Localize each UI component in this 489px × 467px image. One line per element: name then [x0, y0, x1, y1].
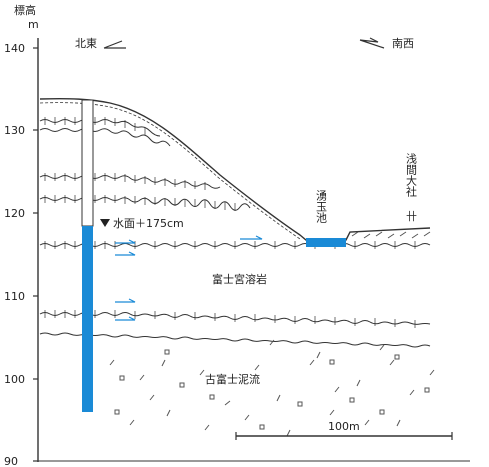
mudflow-texture [109, 339, 435, 437]
pond-label: 湧玉池 [315, 190, 328, 223]
ground-surface-line [39, 97, 431, 241]
lava-band-line [39, 175, 221, 189]
flow-arrow-icon [240, 235, 263, 240]
tick-label-100: 100 [4, 373, 25, 386]
hatch-group [44, 195, 236, 211]
lava-layer-label: 富士宮溶岩 [212, 272, 267, 286]
water-level-marker-icon [100, 219, 110, 227]
tick-label-140: 140 [4, 42, 25, 55]
north-arrow-icon [103, 40, 126, 49]
lava-hatch-marks [44, 117, 416, 328]
lava-layer-lines [39, 119, 431, 348]
lava-band-line [39, 119, 161, 137]
hatch-group [44, 173, 206, 190]
mudflow-pebble [164, 349, 170, 355]
mudflow-pebble [119, 375, 125, 381]
tick-label-90: 90 [4, 455, 18, 467]
tick-label-120: 120 [4, 207, 25, 220]
mudflow-pebble [394, 354, 400, 360]
terrace-texture [351, 231, 431, 239]
flow-arrow-icon [115, 251, 136, 256]
flow-arrow-icon [115, 316, 136, 321]
shrine-label: 浅間大社 [405, 153, 418, 198]
axis-unit: m [28, 18, 39, 31]
hatch-group [44, 310, 416, 328]
scale-bar-label: 100m [328, 420, 360, 433]
hatch-group [44, 117, 146, 135]
mudflow-pebble [259, 424, 265, 430]
axis-title: 標高 [14, 3, 36, 17]
shrine-mark-icon: 卄 [406, 210, 417, 223]
lava-band-line [39, 332, 431, 348]
mudflow-pebble [114, 409, 120, 415]
south-arrow-icon [359, 37, 385, 49]
surface-soil-band [39, 102, 301, 240]
mudflow-pebble [297, 401, 303, 407]
mudflow-pebble [379, 409, 385, 415]
tick-label-130: 130 [4, 124, 25, 137]
flow-arrows [115, 235, 263, 321]
well-casing [81, 99, 94, 227]
water-level-label: 水面＋175cm [113, 217, 184, 230]
mudflow-pebble [209, 394, 215, 400]
flow-arrow-icon [115, 239, 136, 244]
mudflow-pebble [179, 382, 185, 388]
well-water-column [82, 226, 93, 412]
tick-label-110: 110 [4, 290, 25, 303]
mudflow-dash [109, 339, 435, 437]
pond-water [306, 238, 346, 247]
flow-arrow-icon [115, 298, 136, 303]
lava-band-line [39, 128, 171, 147]
mudflow-pebble [424, 387, 430, 393]
direction-south-label: 南西 [392, 37, 414, 50]
direction-north-label: 北東 [75, 37, 97, 50]
mudflow-pebble [329, 359, 335, 365]
mudflow-pebble [349, 397, 355, 403]
mudflow-label: 古富士泥流 [205, 372, 260, 386]
